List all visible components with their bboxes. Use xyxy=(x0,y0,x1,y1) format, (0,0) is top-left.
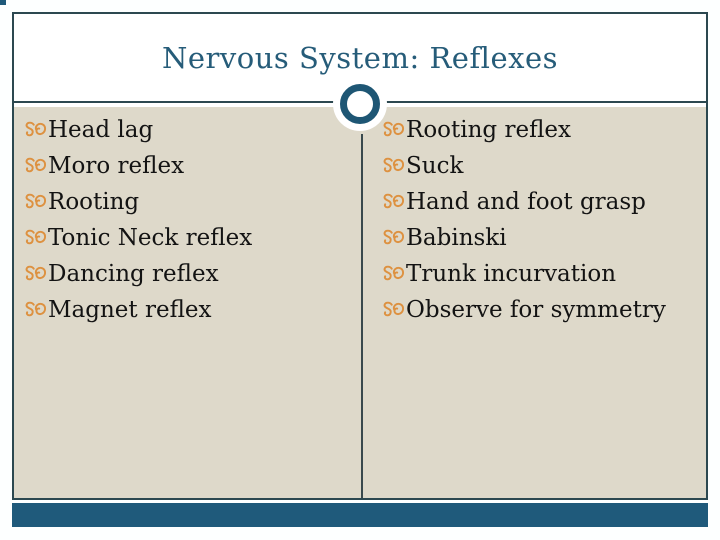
swirl-bullet-icon xyxy=(24,157,47,175)
swirl-bullet-icon xyxy=(24,265,47,283)
circle-ring-ornament-icon xyxy=(340,84,380,124)
list-item-text: Moro reflex xyxy=(48,153,185,179)
list-item-text: Tonic Neck reflex xyxy=(48,225,253,251)
list-item: Rooting xyxy=(24,184,252,220)
swirl-bullet-icon xyxy=(382,301,405,319)
list-item-text: Magnet reflex xyxy=(48,297,212,323)
list-item: Trunk incurvation xyxy=(382,256,666,292)
right-bullet-list: Rooting reflex Suck Hand and foot grasp … xyxy=(382,112,666,328)
list-item-text: Trunk incurvation xyxy=(406,261,617,287)
bottom-accent-bar xyxy=(12,503,708,527)
list-item: Rooting reflex xyxy=(382,112,666,148)
swirl-bullet-icon xyxy=(382,229,405,247)
list-item-text: Rooting reflex xyxy=(406,117,571,143)
list-item: Head lag xyxy=(24,112,252,148)
swirl-bullet-icon xyxy=(382,157,405,175)
list-item: Dancing reflex xyxy=(24,256,252,292)
list-item: Babinski xyxy=(382,220,666,256)
list-item-text: Observe for symmetry xyxy=(406,297,666,323)
column-divider-line xyxy=(361,134,363,498)
list-item-text: Head lag xyxy=(48,117,154,143)
swirl-bullet-icon xyxy=(24,121,47,139)
swirl-bullet-icon xyxy=(382,193,405,211)
corner-accent-mark xyxy=(0,0,6,5)
swirl-bullet-icon xyxy=(24,193,47,211)
list-item: Moro reflex xyxy=(24,148,252,184)
list-item-text: Rooting xyxy=(48,189,140,215)
swirl-bullet-icon xyxy=(24,229,47,247)
left-bullet-list: Head lag Moro reflex Rooting Tonic Neck … xyxy=(24,112,252,328)
swirl-bullet-icon xyxy=(382,265,405,283)
list-item: Magnet reflex xyxy=(24,292,252,328)
list-item: Hand and foot grasp xyxy=(382,184,666,220)
list-item: Tonic Neck reflex xyxy=(24,220,252,256)
list-item-text: Dancing reflex xyxy=(48,261,219,287)
content-area: Head lag Moro reflex Rooting Tonic Neck … xyxy=(14,107,706,498)
list-item-text: Suck xyxy=(406,153,464,179)
slide-title: Nervous System: Reflexes xyxy=(161,40,559,75)
list-item-text: Babinski xyxy=(406,225,507,251)
swirl-bullet-icon xyxy=(382,121,405,139)
swirl-bullet-icon xyxy=(24,301,47,319)
list-item: Observe for symmetry xyxy=(382,292,666,328)
list-item-text: Hand and foot grasp xyxy=(406,189,646,215)
list-item: Suck xyxy=(382,148,666,184)
